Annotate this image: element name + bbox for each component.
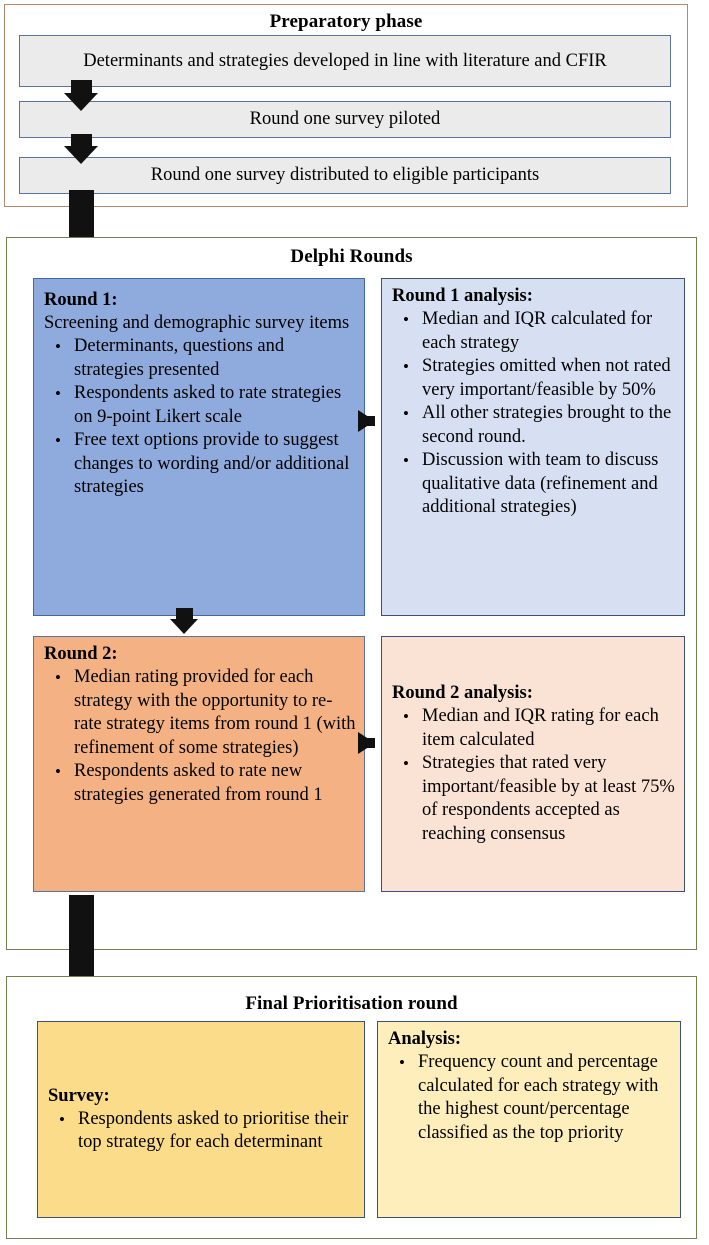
final-survey-box: Survey: Respondents asked to prioritise … [37,1021,365,1218]
round1-bullet-list: Determinants, questions and strategies p… [44,335,356,500]
round1-box: Round 1: Screening and demographic surve… [33,278,365,616]
prep-box-1: Determinants and strategies developed in… [19,35,671,87]
list-item: Discussion with team to discuss qualitat… [403,449,676,520]
list-item: Free text options provide to suggest cha… [55,429,356,500]
prep-box-2: Round one survey piloted [19,101,671,138]
final-analysis-heading: Analysis: [388,1029,461,1049]
prep-box-3-label: Round one survey distributed to eligible… [150,165,540,185]
final-survey-content: Survey: Respondents asked to prioritise … [48,1028,356,1211]
prep-box-1-label: Determinants and strategies developed in… [83,50,607,71]
preparatory-phase-title: Preparatory phase [269,11,423,32]
final-survey-heading: Survey: [48,1085,110,1106]
list-item: Respondents asked to rate strategies on … [55,382,356,429]
round1-analysis-bullet-list: Median and IQR calculated for each strat… [392,308,676,520]
round2-analysis-heading: Round 2 analysis: [392,683,533,703]
arrow-round2-to-analysis-icon [358,732,375,754]
final-analysis-box: Analysis: Frequency count and percentage… [377,1021,681,1218]
round2-heading: Round 2: [44,644,118,664]
round1-analysis-box: Round 1 analysis: Median and IQR calcula… [381,278,685,616]
final-analysis-bullet-list: Frequency count and percentage calculate… [388,1051,672,1145]
list-item: Strategies omitted when not rated very i… [403,355,676,402]
delphi-rounds-section: Delphi Rounds Round 1: Screening and dem… [6,237,697,950]
round2-analysis-box: Round 2 analysis: Median and IQR rating … [381,636,685,892]
list-item: Respondents asked to rate new strategies… [55,760,356,807]
final-prioritisation-title: Final Prioritisation round [245,993,458,1014]
round2-bullet-list: Median rating provided for each strategy… [44,666,356,807]
list-item: Median and IQR calculated for each strat… [403,308,676,355]
list-item: Determinants, questions and strategies p… [55,335,356,382]
round1-heading: Round 1: [44,290,118,310]
round2-analysis-bullet-list: Median and IQR rating for each item calc… [392,705,676,846]
preparatory-phase-section: Preparatory phase Determinants and strat… [4,4,688,207]
final-survey-bullet-list: Respondents asked to prioritise their to… [48,1108,356,1155]
list-item: Strategies that rated very important/fea… [403,752,676,846]
list-item: Median rating provided for each strategy… [55,666,356,760]
round1-analysis-heading: Round 1 analysis: [392,286,533,306]
list-item: Frequency count and percentage calculate… [399,1051,672,1145]
round2-box: Round 2: Median rating provided for each… [33,636,365,892]
prep-box-3: Round one survey distributed to eligible… [19,157,671,194]
round2-analysis-content: Round 2 analysis: Median and IQR rating … [392,643,676,885]
list-item: Median and IQR rating for each item calc… [403,705,676,752]
round1-subtitle: Screening and demographic survey items [44,313,350,333]
list-item: Respondents asked to prioritise their to… [59,1108,356,1155]
prep-box-2-label: Round one survey piloted [249,109,441,129]
delphi-rounds-title: Delphi Rounds [290,246,413,267]
list-item: All other strategies brought to the seco… [403,402,676,449]
arrow-round1-to-analysis-icon [358,410,375,432]
final-prioritisation-section: Final Prioritisation round Survey: Respo… [6,976,697,1239]
